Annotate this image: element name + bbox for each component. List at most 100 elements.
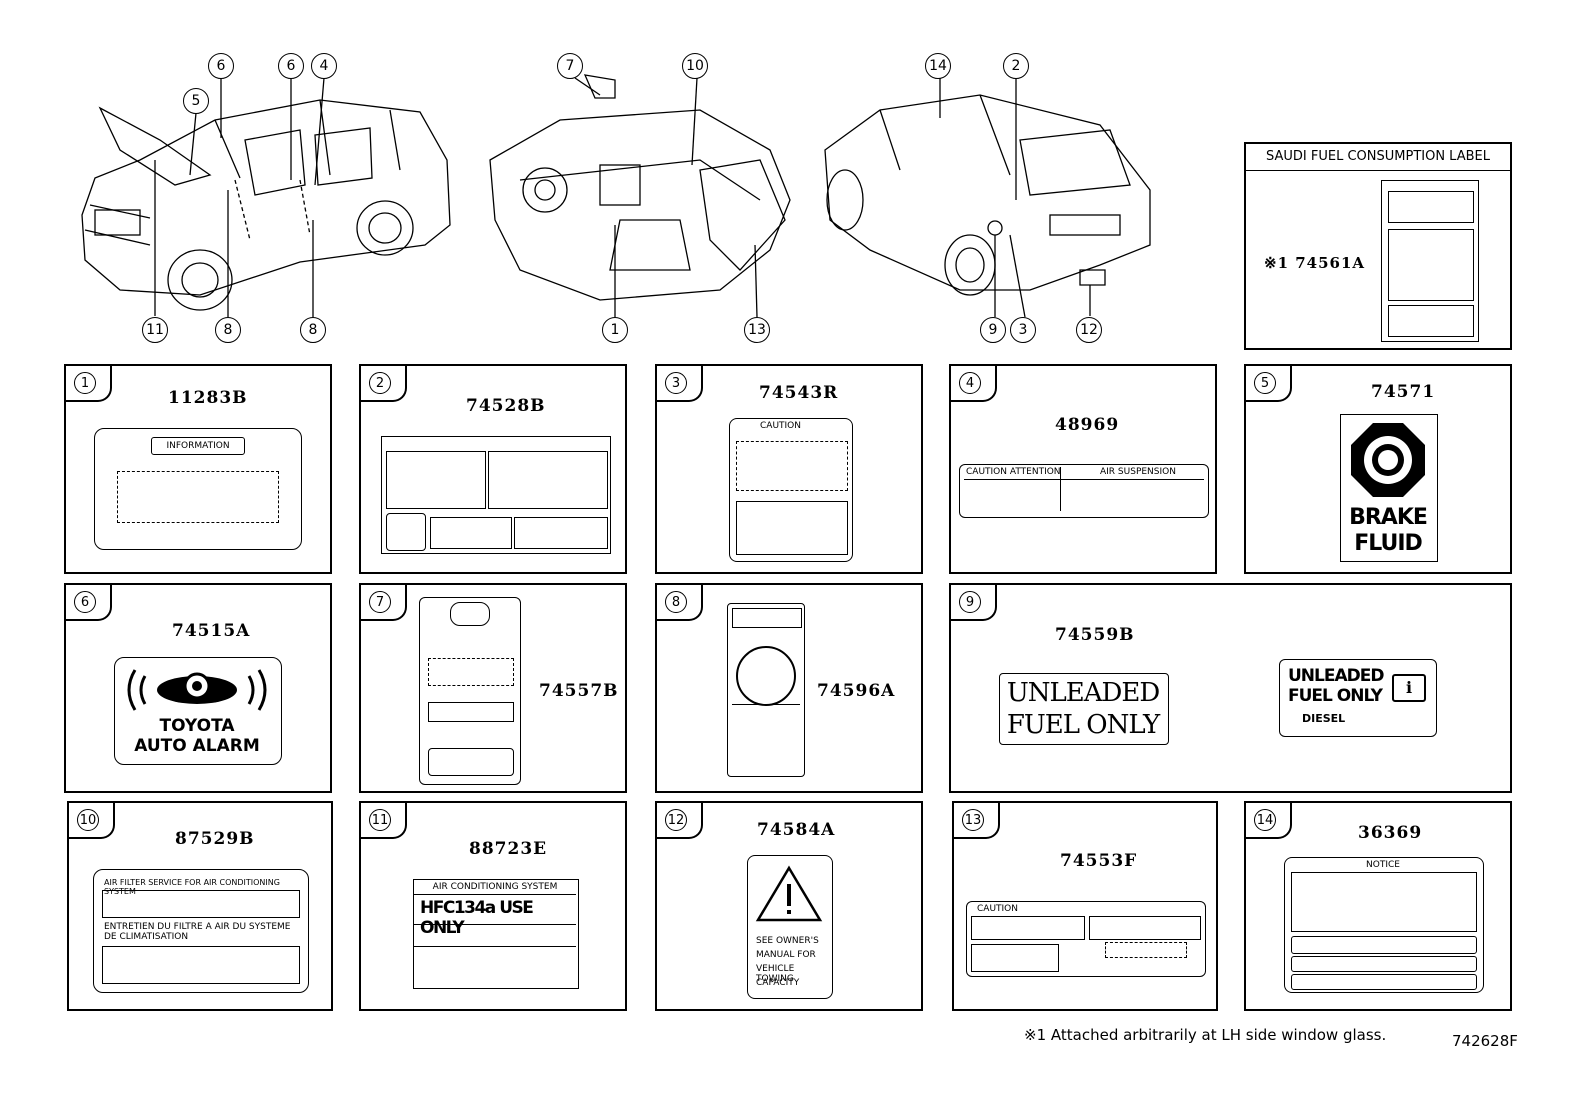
caution-label [381,436,611,554]
air-filter-en-text: AIR FILTER SERVICE FOR AIR CONDITIONING … [104,878,280,896]
part-number: 74557B [539,681,619,701]
panel-number: 14 [1254,809,1276,831]
panel-5: 5 74571 BRAKE FLUID [1244,364,1512,574]
no-smoking-icon [736,646,796,706]
unleaded-fuel-label-alt: UNLEADED FUEL ONLY DIESEL i [1279,659,1437,737]
hfc134a-label: AIR CONDITIONING SYSTEM HFC134a USE ONLY [413,879,579,989]
towing-warning-label: SEE OWNER'S MANUAL FOR VEHICLE TOWING CA… [747,855,833,999]
part-number: 74596A [817,681,896,701]
caution-text: CAUTION [760,421,801,431]
part-number: 74584A [757,820,836,840]
panel-1: 1 11283B INFORMATION [64,364,332,574]
hang-tag-label [419,597,521,785]
panel-7: 7 74557B [359,583,627,793]
panel-6: 6 74515A TOYOTA AUTO ALARM [64,583,332,793]
panel-9: 9 74559B UNLEADED FUEL ONLY UNLEADED FUE… [949,583,1512,793]
unleaded-fuel-label: UNLEADED FUEL ONLY [999,673,1169,745]
panel-number: 13 [962,809,984,831]
rear-vehicle-drawing [824,94,1151,296]
part-number: 48969 [1055,415,1120,435]
footnote: ※1 Attached arbitrarily at LH side windo… [1024,1026,1387,1044]
panel-number: 8 [665,591,687,613]
panel-11: 11 88723E AIR CONDITIONING SYSTEM HFC134… [359,801,627,1011]
callout-12: 12 [1076,317,1102,343]
information-text: INFORMATION [151,437,245,455]
air-suspension-label: CAUTION ATTENTION AIR SUSPENSION [959,464,1209,518]
callout-6: 6 [278,53,304,79]
manual-icon: i [1392,674,1426,702]
air-filter-fr-text: ENTRETIEN DU FILTRE A AIR DU SYSTEME [104,922,291,932]
part-number: 74559B [1055,625,1135,645]
part-number: 74553F [1060,851,1138,871]
panel-number: 12 [665,809,687,831]
notice-label: NOTICE [1284,857,1484,993]
hfc-text: HFC134a USE ONLY [420,898,534,938]
panel-number: 2 [369,372,391,394]
part-number: 74528B [466,396,546,416]
unleaded-text: UNLEADED [1288,666,1384,686]
saudi-fuel-label-panel: SAUDI FUEL CONSUMPTION LABEL ※1 74561A [1244,142,1512,350]
panel-number: 5 [1254,372,1276,394]
panel-4: 4 48969 CAUTION ATTENTION AIR SUSPENSION [949,364,1217,574]
callout-14: 14 [925,53,951,79]
panel-2: 2 74528B [359,364,627,574]
panel-number: 3 [665,372,687,394]
unleaded-text: UNLEADED [1006,678,1160,708]
callout-2: 2 [1003,53,1029,79]
brake-fluid-label: BRAKE FLUID [1340,414,1438,562]
warning-triangle-icon [755,865,823,922]
toyota-text: TOYOTA [159,716,235,736]
part-number: 74571 [1371,382,1436,402]
alarm-icon [127,669,267,711]
callout-13: 13 [744,317,770,343]
interior-drawing [489,74,791,301]
battery-caution-label [727,603,805,777]
fuel-only-text: FUEL ONLY [1288,686,1383,706]
part-number: 74515A [172,621,251,641]
panel-number: 9 [959,591,981,613]
callout-4: 4 [311,53,337,79]
brake-icon [1351,423,1425,497]
front-vehicle-drawing [81,99,451,311]
callout-8: 8 [215,317,241,343]
saudi-part-number: ※1 74561A [1264,254,1366,272]
caution-attention-text: CAUTION ATTENTION [966,467,1061,477]
brake-text: BRAKE [1349,505,1428,530]
auto-alarm-text: AUTO ALARM [134,736,260,756]
caution-label: CAUTION [729,418,853,562]
panel-13: 13 74553F CAUTION [952,801,1218,1011]
diesel-text: DIESEL [1302,712,1346,725]
capacity-text: CAPACITY [756,978,800,988]
caution-text: CAUTION [977,904,1018,914]
panel-number: 6 [74,591,96,613]
panel-10: 10 87529B AIR FILTER SERVICE FOR AIR CON… [67,801,333,1011]
callout-11: 11 [142,317,168,343]
air-filter-label: AIR FILTER SERVICE FOR AIR CONDITIONING … [93,869,309,993]
see-owner-text: SEE OWNER'S [756,936,819,946]
callout-5: 5 [183,88,209,114]
part-number: 11283B [168,388,248,408]
panel-8: 8 74596A [655,583,923,793]
callout-6: 6 [208,53,234,79]
part-number: 74543R [759,383,839,403]
notice-text: NOTICE [1366,860,1400,870]
saudi-label-title: SAUDI FUEL CONSUMPTION LABEL [1246,144,1510,171]
vehicle-towing-text: VEHICLE TOWING [756,964,795,984]
saudi-label-image [1381,180,1479,342]
part-number: 36369 [1358,823,1423,843]
fuel-only-text: FUEL ONLY [1006,710,1160,740]
part-number: 87529B [175,829,255,849]
panel-number: 1 [74,372,96,394]
panel-number: 7 [369,591,391,613]
panel-12: 12 74584A SEE OWNER'S MANUAL FOR VEHICLE… [655,801,923,1011]
part-number: 88723E [469,839,548,859]
diagram-code: 742628F [1452,1032,1518,1050]
panel-14: 14 36369 NOTICE [1244,801,1512,1011]
manual-for-text: MANUAL FOR [756,950,816,960]
callout-1: 1 [602,317,628,343]
ac-system-text: AIR CONDITIONING SYSTEM [432,882,558,892]
information-label: INFORMATION [94,428,302,550]
callout-8: 8 [300,317,326,343]
callout-10: 10 [682,53,708,79]
